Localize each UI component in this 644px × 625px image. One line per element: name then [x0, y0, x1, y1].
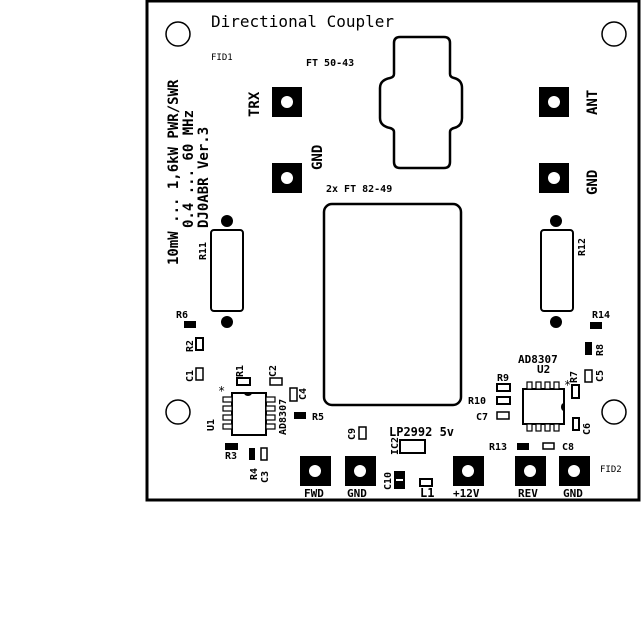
- label-r2: R2: [185, 340, 196, 352]
- label-c10: C10: [383, 472, 394, 490]
- smd-r8: [585, 342, 592, 355]
- label-ic2-part: LP2992 5v: [389, 425, 454, 439]
- mounting-hole-bottom-right: [601, 399, 627, 425]
- smd-c1: [195, 367, 204, 381]
- label-ic2: IC2: [390, 437, 401, 455]
- smd-c7: [496, 411, 510, 420]
- pad-gnd-right[interactable]: [539, 163, 569, 193]
- pad-trx[interactable]: [272, 87, 302, 117]
- pad-label-gnd-right: GND: [585, 170, 601, 195]
- label-r6: R6: [176, 310, 188, 321]
- mounting-hole-bottom-left: [165, 399, 191, 425]
- info-line-3: DJ0ABR Ver.3: [196, 127, 212, 228]
- info-line-1: 10mW ... 1,6kW PWR/SWR: [166, 79, 182, 265]
- smd-r3: [225, 443, 238, 450]
- pad-rev[interactable]: [515, 456, 546, 486]
- label-c8: C8: [562, 442, 574, 453]
- pad-label-gnd-rev: GND: [563, 487, 583, 500]
- smd-c4: [289, 387, 298, 402]
- small-toroid-label: FT 50-43: [306, 58, 354, 69]
- label-l1: L1: [420, 486, 434, 500]
- large-toroid-outline: [322, 202, 463, 407]
- label-r9: R9: [497, 373, 509, 384]
- label-r7: R7: [569, 371, 580, 383]
- u1-pin1-marker: *: [218, 384, 225, 398]
- smd-c3: [260, 447, 268, 461]
- large-toroid-label: 2x FT 82-49: [326, 184, 392, 195]
- small-toroid-outline: [378, 35, 464, 170]
- label-r11: R11: [198, 242, 209, 260]
- pad-label-gnd-left: GND: [310, 145, 326, 170]
- label-r10: R10: [468, 396, 486, 407]
- label-r12: R12: [577, 238, 588, 256]
- smd-c5: [584, 369, 593, 383]
- label-r1: R1: [235, 365, 246, 377]
- pad-fwd[interactable]: [300, 456, 331, 486]
- label-r13: R13: [489, 442, 507, 453]
- pad-gnd-rev[interactable]: [559, 456, 590, 486]
- label-u2-part: AD8307: [518, 353, 558, 366]
- pad-label-rev: REV: [518, 487, 538, 500]
- smd-c8: [542, 442, 555, 450]
- label-u1-part: AD8307: [278, 399, 289, 435]
- pad-ant[interactable]: [539, 87, 569, 117]
- smd-c9: [358, 426, 367, 440]
- label-r14: R14: [592, 310, 610, 321]
- mounting-hole-top-left: [165, 21, 191, 47]
- smd-r9: [496, 383, 511, 392]
- pad-label-supply: +12V: [453, 487, 480, 500]
- label-c6: C6: [582, 423, 593, 435]
- smd-c6: [572, 417, 580, 431]
- fiducial-label-1: FID1: [211, 53, 233, 63]
- label-r5: R5: [312, 412, 324, 423]
- label-c5: C5: [595, 370, 606, 382]
- pad-label-gnd-fwd: GND: [347, 487, 367, 500]
- label-r8: R8: [595, 344, 606, 356]
- fiducial-label-2: FID2: [600, 465, 622, 475]
- smd-r4: [249, 448, 255, 460]
- pad-label-fwd: FWD: [304, 487, 324, 500]
- board-title: Directional Coupler: [211, 12, 394, 31]
- smd-r14: [590, 322, 602, 329]
- label-u1: U1: [206, 419, 217, 431]
- smd-r7: [571, 384, 580, 399]
- label-u2: U2: [537, 363, 550, 376]
- smd-l1: [419, 478, 433, 487]
- pad-gnd-fwd[interactable]: [345, 456, 376, 486]
- label-r3: R3: [225, 451, 237, 462]
- u2-pin1-marker: *: [564, 378, 571, 392]
- ic-ic2: [399, 439, 426, 454]
- label-c1: C1: [185, 370, 196, 382]
- label-r4: R4: [249, 468, 260, 480]
- label-c4: C4: [298, 388, 309, 400]
- ic-u2: [522, 381, 565, 432]
- smd-r5: [294, 412, 306, 419]
- info-line-2: 0.4 ... 60 MHz: [181, 110, 197, 228]
- label-c2: C2: [268, 365, 279, 377]
- smd-r2: [195, 337, 204, 351]
- smd-r13: [517, 443, 529, 450]
- resistor-r12: [540, 215, 574, 328]
- pad-gnd-left[interactable]: [272, 163, 302, 193]
- mounting-hole-top-right: [601, 21, 627, 47]
- smd-c2: [269, 377, 283, 386]
- smd-r6: [184, 321, 196, 328]
- pad-label-ant: ANT: [585, 90, 601, 115]
- pad-supply[interactable]: [453, 456, 484, 486]
- label-c9: C9: [347, 428, 358, 440]
- smd-r1: [236, 377, 251, 386]
- smd-c10-gap: [396, 479, 403, 481]
- smd-r10: [496, 396, 511, 405]
- resistor-r11: [210, 215, 244, 328]
- label-c3: C3: [260, 471, 271, 483]
- label-c7: C7: [476, 412, 488, 423]
- ic-u1: [222, 392, 276, 436]
- pad-label-trx: TRX: [247, 91, 263, 117]
